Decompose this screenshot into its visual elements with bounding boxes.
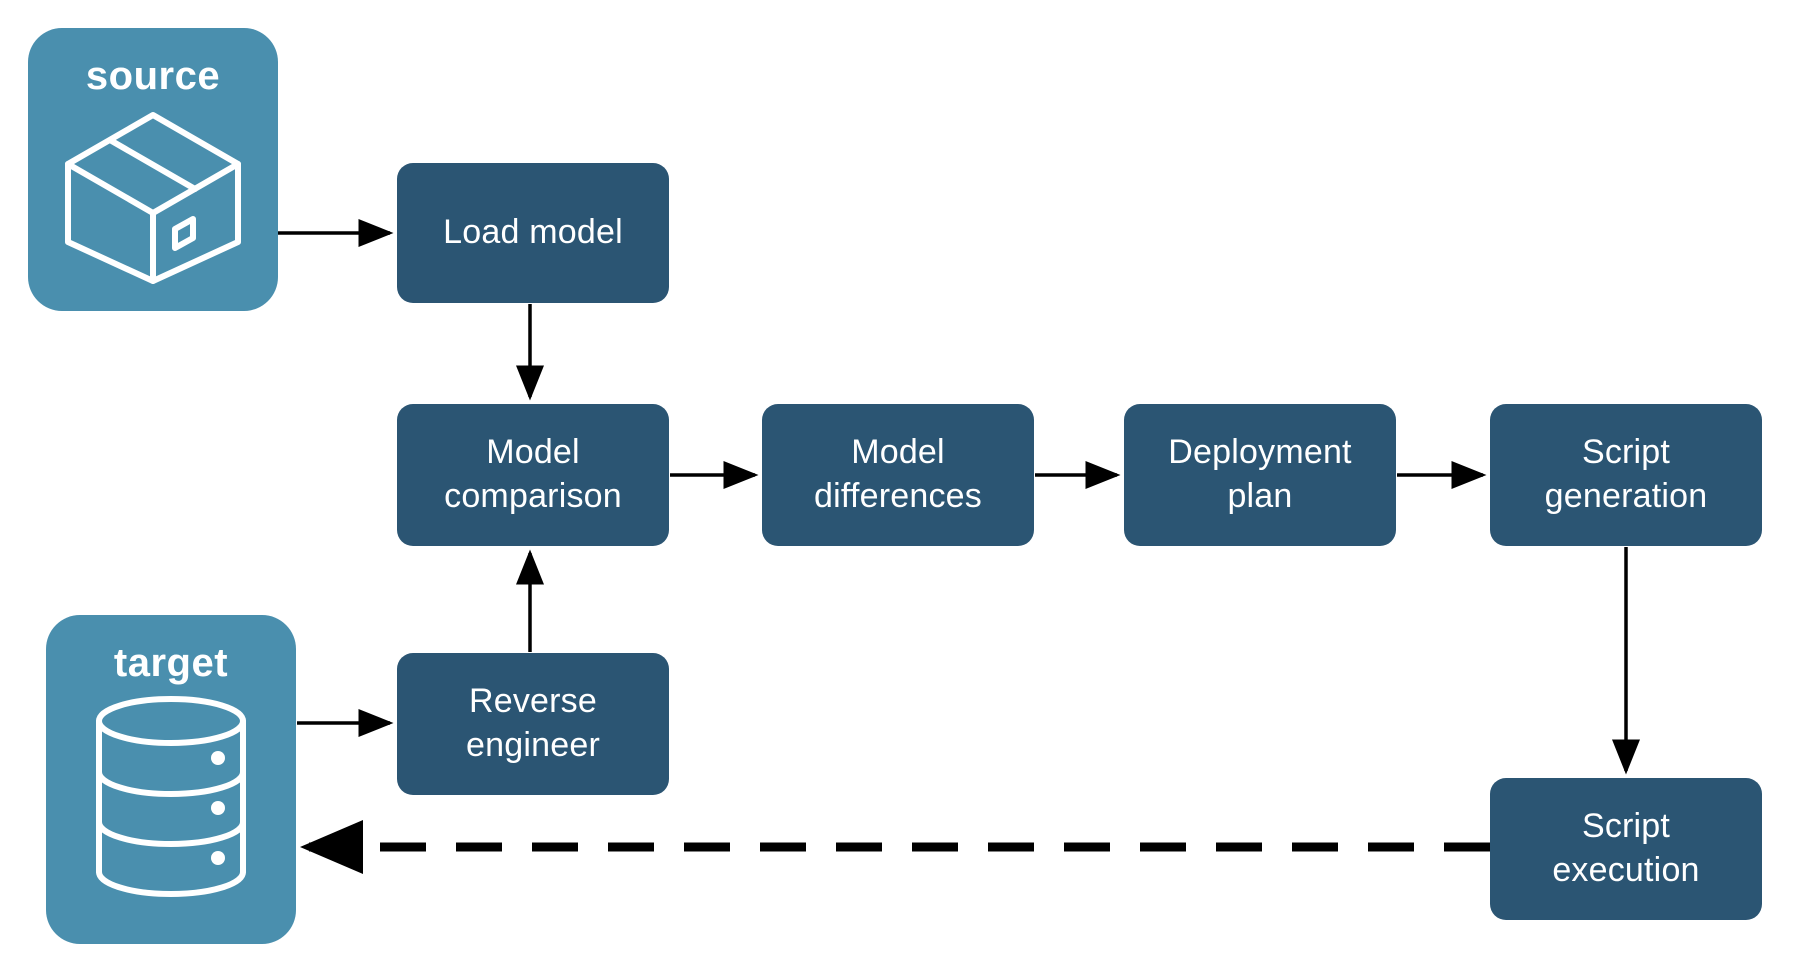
process-script-generation[interactable]: Script generation [1490,404,1762,546]
package-box-icon [62,109,244,292]
process-load-model[interactable]: Load model [397,163,669,303]
process-script-execution[interactable]: Script execution [1490,778,1762,920]
database-cylinder-icon [91,694,251,904]
process-model-comparison-label: Model comparison [444,433,622,515]
process-reverse-engineer-label: Reverse engineer [466,682,600,764]
endpoint-target-label: target [113,641,229,685]
process-deployment-plan-label: Deployment plan [1168,433,1352,515]
process-model-differences[interactable]: Model differences [762,404,1034,546]
process-deployment-plan[interactable]: Deployment plan [1124,404,1396,546]
endpoint-target[interactable]: target [46,615,296,944]
process-script-execution-label: Script execution [1552,807,1700,889]
process-reverse-engineer[interactable]: Reverse engineer [397,653,669,795]
process-model-differences-label: Model differences [814,433,982,515]
process-model-comparison[interactable]: Model comparison [397,404,669,546]
process-load-model-label: Load model [443,213,623,252]
endpoint-source-label: source [85,54,221,98]
endpoint-source[interactable]: source [28,28,278,311]
process-script-generation-label: Script generation [1544,433,1708,515]
